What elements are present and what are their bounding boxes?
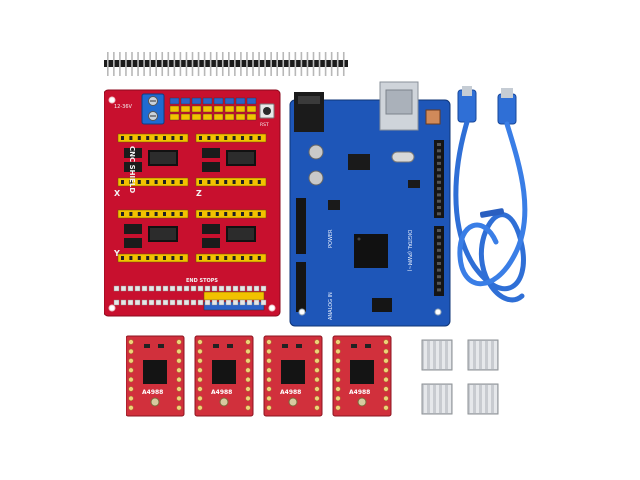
usb-b-connector (497, 88, 517, 125)
driver-modules-row: A4988 A4988 A4988 A4988 (125, 334, 394, 420)
usb-a-connector (457, 86, 477, 123)
voltage-label: 12-36V (114, 104, 133, 110)
reset-button (259, 103, 275, 119)
usb-b-port (379, 81, 419, 131)
axis-x-label: X (114, 189, 121, 198)
power-terminal-block (141, 93, 165, 125)
digital-label: DIGITAL (PWM~) (406, 230, 412, 272)
dc-barrel-jack (294, 92, 324, 132)
heatsink (467, 339, 499, 371)
a4988-chip-label: A4988 (280, 389, 301, 396)
axis-y-label: Y (113, 249, 120, 258)
usb-cable (453, 86, 528, 303)
heatsinks-group (420, 338, 500, 418)
power-label: POWER (328, 229, 334, 248)
a4988-driver-module: A4988 (194, 335, 254, 417)
arduino-uno-board: ANALOG IN POWER DIGITAL (PWM~) (289, 81, 451, 327)
driver-modules-svg: A4988 A4988 A4988 A4988 (125, 335, 392, 417)
a4988-chip-label: A4988 (211, 389, 232, 396)
male-pin-header-strip (104, 52, 348, 76)
end-stops-label: END STOPS (186, 278, 218, 284)
cnc-shield-board: 12-36V RST CNC SHIELD X Y Z END STOPS (104, 89, 281, 317)
axis-z-label: Z (196, 189, 202, 198)
cnc-shield-label: CNC SHIELD (128, 146, 136, 193)
a4988-chip-label: A4988 (142, 389, 163, 396)
a4988-driver-module: A4988 (125, 335, 185, 417)
heatsink (421, 339, 453, 371)
heatsinks-svg (421, 339, 499, 415)
a4988-driver-module: A4988 (332, 335, 392, 417)
a4988-driver-module: A4988 (263, 335, 323, 417)
atmega-chip (354, 234, 388, 268)
reset-label: RST (260, 122, 269, 128)
analog-in-label: ANALOG IN (328, 292, 334, 320)
a4988-chip-label: A4988 (349, 389, 370, 396)
heatsink (467, 383, 499, 415)
heatsink (421, 383, 453, 415)
